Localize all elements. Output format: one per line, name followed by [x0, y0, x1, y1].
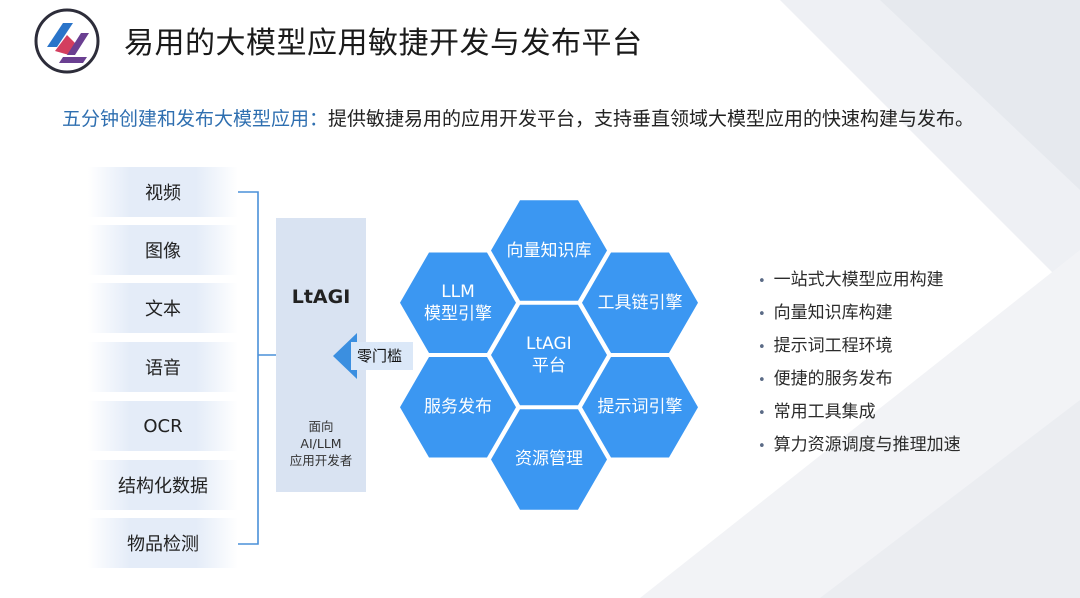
hex-label-line: 模型引擎 — [424, 303, 492, 324]
ltagi-description: 面向 AI/LLM 应用开发者 — [276, 418, 366, 469]
bullet-icon: • — [758, 307, 766, 322]
feature-item: •向量知识库构建 — [758, 303, 893, 323]
hex-label-line: 向量知识库 — [506, 240, 592, 261]
source-item-structured-data: 结构化数据 — [88, 460, 238, 510]
hex-label-lower-right: 提示词引擎 — [598, 396, 683, 418]
ltagi-name: LtAGI — [291, 286, 351, 308]
hexagon-top — [491, 200, 607, 301]
subtitle-highlight: 五分钟创建和发布大模型应用： — [62, 108, 329, 130]
source-item-ocr: OCR — [88, 401, 238, 451]
hex-label-upper-left: LLM 模型引擎 — [424, 281, 492, 325]
hex-label-line: LLM — [441, 281, 475, 302]
source-item-video: 视频 — [88, 167, 238, 217]
hexagon-lower-left — [400, 357, 516, 458]
hexagon-cluster: 向量知识库 LLM 模型引擎 工具链引擎 LtAGI 平台 服务发布 提示词引擎… — [380, 180, 720, 530]
hex-label-bottom: 资源管理 — [515, 448, 583, 470]
feature-item: •常用工具集成 — [758, 402, 876, 422]
bullet-icon: • — [758, 373, 766, 388]
source-item-audio: 语音 — [88, 342, 238, 392]
ltagi-desc-line: 面向 — [308, 419, 334, 434]
subtitle-text: 提供敏捷易用的应用开发平台，支持垂直领域大模型应用的快速构建与发布。 — [328, 108, 975, 130]
hexagon-center — [491, 304, 607, 406]
ltagi-desc-line: AI/LLM — [300, 436, 342, 451]
left-arrow-icon — [333, 333, 413, 379]
hex-label-line: 资源管理 — [515, 449, 583, 470]
hex-label-upper-right: 工具链引擎 — [598, 292, 683, 314]
hex-label-top: 向量知识库 — [507, 240, 592, 262]
subtitle: 五分钟创建和发布大模型应用：提供敏捷易用的应用开发平台，支持垂直领域大模型应用的… — [62, 104, 974, 131]
bullet-icon: • — [758, 274, 766, 289]
hex-label-line: 平台 — [531, 356, 566, 376]
hexagon-lower-right — [582, 357, 698, 458]
hexagon-upper-right — [582, 252, 698, 353]
feature-item: •一站式大模型应用构建 — [758, 270, 944, 290]
hex-label-line: 服务发布 — [424, 397, 492, 418]
feature-list: •一站式大模型应用构建 •向量知识库构建 •提示词工程环境 •便捷的服务发布 •… — [758, 266, 961, 464]
feature-item: •提示词工程环境 — [758, 336, 893, 356]
source-item-text: 文本 — [88, 283, 238, 333]
bullet-icon: • — [758, 406, 766, 421]
hex-label-line: 工具链引擎 — [597, 292, 683, 313]
ltagi-desc-line: 应用开发者 — [289, 453, 353, 468]
ltagi-logo-icon — [34, 8, 100, 74]
bullet-icon: • — [758, 340, 766, 355]
hex-label-line: 提示词引擎 — [597, 397, 683, 418]
source-item-image: 图像 — [88, 225, 238, 275]
feature-item: •便捷的服务发布 — [758, 369, 893, 389]
hex-label-center: LtAGI 平台 — [526, 333, 572, 377]
source-item-object-detection: 物品检测 — [88, 518, 238, 568]
hexagon-bottom — [491, 409, 607, 510]
page-title: 易用的大模型应用敏捷开发与发布平台 — [124, 26, 643, 61]
arrow-label: 零门槛 — [357, 347, 403, 365]
hex-label-lower-left: 服务发布 — [424, 396, 492, 418]
hexagon-upper-left — [400, 252, 516, 353]
bullet-icon: • — [758, 439, 766, 454]
hex-label-line: LtAGI — [526, 334, 572, 354]
feature-item: •算力资源调度与推理加速 — [758, 435, 961, 455]
